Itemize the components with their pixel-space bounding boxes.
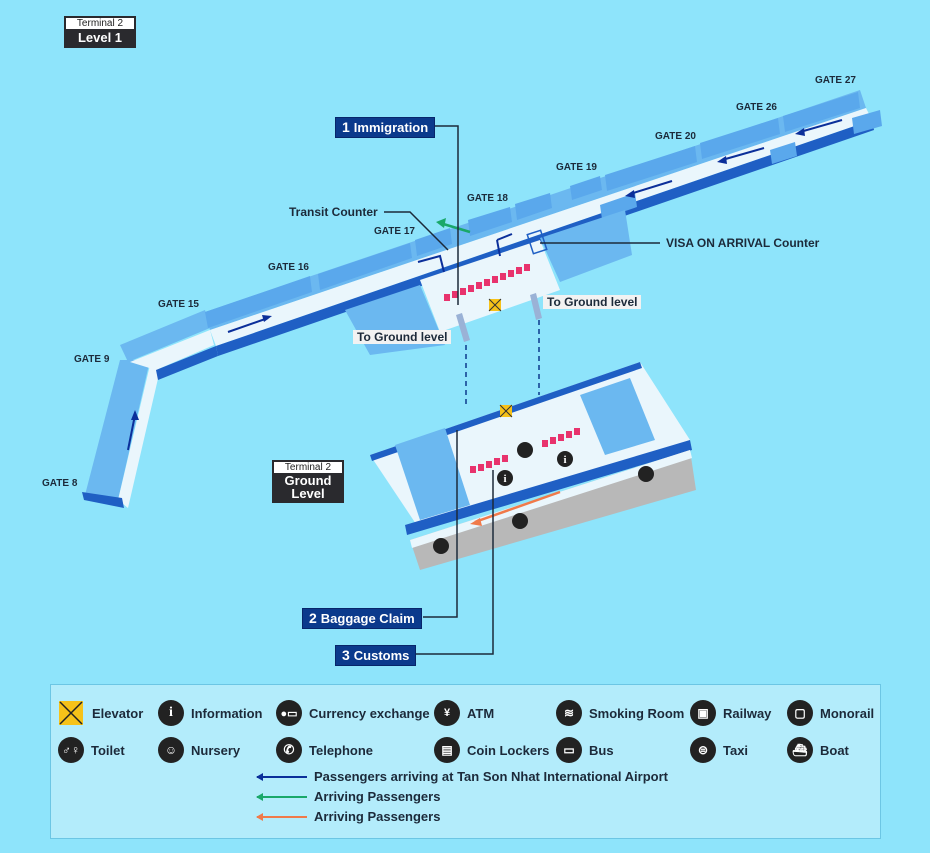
gate-15-label: GATE 15 [158,299,199,310]
to-ground-level-right: To Ground level [543,295,642,309]
information-icon: i [158,700,184,726]
taxi-icon: ⊜ [690,737,716,763]
boat-icon: ⛴ [787,737,813,763]
svg-text:i: i [563,454,566,466]
legend-monorail: ▢Monorail [787,700,874,726]
gate-20-label: GATE 20 [655,131,696,142]
gate-9-label: GATE 9 [74,354,110,365]
terminal-map: i i [82,90,882,655]
information-icon [557,451,573,467]
taxi-icon [512,513,528,529]
information-icon [497,470,513,486]
atm-icon: ¥ [434,700,460,726]
to-ground-level-left: To Ground level [353,330,452,344]
legend-route-green: Arriving Passengers [256,789,440,804]
legend-route-orange: Arriving Passengers [256,809,440,824]
telephone-icon: ✆ [276,737,302,763]
legend-coin-lockers: ▤Coin Lockers [434,737,549,763]
currency-exchange-icon: ●▭ [276,700,302,726]
taxi-icon [638,466,654,482]
level1-tag: Terminal 2 Level 1 [64,16,136,48]
immigration-hall [345,210,632,355]
legend-taxi: ⊜Taxi [690,737,748,763]
bus-icon: ▭ [556,737,582,763]
gate-26-label: GATE 26 [736,102,777,113]
monorail-icon: ▢ [787,700,813,726]
legend-boat: ⛴Boat [787,737,849,763]
gate-19-label: GATE 19 [556,162,597,173]
legend-toilet: ♂♀Toilet [58,737,125,763]
nursery-icon: ☺ [158,737,184,763]
legend-railway: ▣Railway [690,700,771,726]
legend-bus: ▭Bus [556,737,614,763]
gate-17-label: GATE 17 [374,226,415,237]
legend-nursery: ☺Nursery [158,737,240,763]
gate-27-label: GATE 27 [815,75,856,86]
currency-exchange-icon [517,442,533,458]
gate-8-label: GATE 8 [42,478,78,489]
level1-main-concourse [205,90,882,356]
transit-counter-label: Transit Counter [289,205,378,219]
level1-west-wing [82,310,218,508]
svg-text:i: i [503,473,506,485]
ground-level-hall: i i [370,362,696,570]
visa-on-arrival-label: VISA ON ARRIVAL Counter [666,236,820,250]
smoking-room-icon: ≋ [556,700,582,726]
legend-smoking-room: ≋Smoking Room [556,700,684,726]
railway-icon: ▣ [690,700,716,726]
legend-elevator: Elevator [59,701,143,725]
legend-telephone: ✆Telephone [276,737,373,763]
bus-icon [433,538,449,554]
gate-18-label: GATE 18 [467,193,508,204]
elevator-icon [59,701,83,725]
orange-route-arrow-icon [256,812,307,821]
blue-route-arrow-icon [256,772,307,781]
legend-atm: ¥ATM [434,700,494,726]
coin-lockers-icon: ▤ [434,737,460,763]
toilet-icon: ♂♀ [58,737,84,763]
legend-route-blue: Passengers arriving at Tan Son Nhat Inte… [256,769,668,784]
legend-currency-exchange: ●▭Currency exchange [276,700,430,726]
green-route-arrow-icon [256,792,307,801]
gate-16-label: GATE 16 [268,262,309,273]
